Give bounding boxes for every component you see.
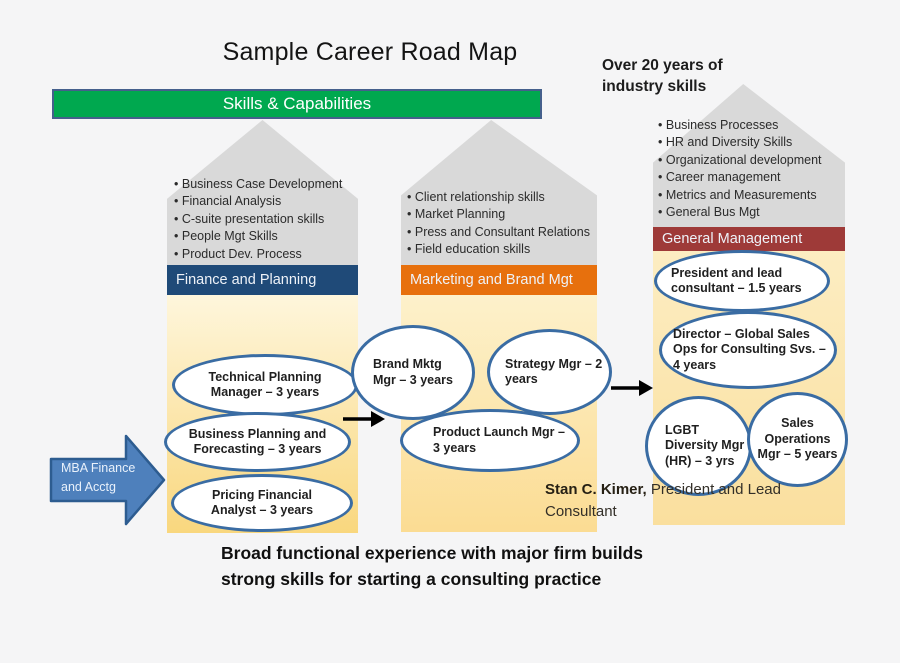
skill-item: Metrics and Measurements <box>658 187 844 204</box>
role-oval-business-planning: Business Planning and Forecasting – 3 ye… <box>164 412 351 472</box>
skill-item: Career management <box>658 169 844 186</box>
note-line2: industry skills <box>602 78 707 95</box>
skill-item: Business Case Development <box>174 176 356 193</box>
over-20-years-note: Over 20 years of industry skills <box>602 55 782 97</box>
marketing-brand-header: Marketing and Brand Mgt <box>401 265 597 295</box>
author-name: Stan C. Kimer, <box>545 481 647 498</box>
role-oval-strategy-mgr: Strategy Mgr – 2 years <box>487 329 612 415</box>
finance-planning-header: Finance and Planning <box>167 265 358 295</box>
general-skills-list: Business Processes HR and Diversity Skil… <box>658 117 844 221</box>
skill-item: Market Planning <box>407 206 607 223</box>
skill-item: Client relationship skills <box>407 189 607 206</box>
skill-item: General Bus Mgt <box>658 204 844 221</box>
skills-capabilities-banner: Skills & Capabilities <box>52 89 542 119</box>
skill-item: Organizational development <box>658 152 844 169</box>
skill-item: Product Dev. Process <box>174 246 356 263</box>
footer-takeaway: Broad functional experience with major f… <box>221 540 781 592</box>
finance-skills-list: Business Case Development Financial Anal… <box>174 176 356 263</box>
general-management-header: General Management <box>653 227 845 251</box>
role-oval-pricing-analyst: Pricing Financial Analyst – 3 years <box>171 474 353 532</box>
arrow-finance-to-marketing-icon <box>343 411 385 427</box>
role-oval-president-lead: President and lead consultant – 1.5 year… <box>654 250 830 312</box>
footer-line2: strong skills for starting a consulting … <box>221 569 602 589</box>
skill-item: Field education skills <box>407 241 607 258</box>
mba-entry-arrow-icon <box>49 434 166 526</box>
skill-item: C-suite presentation skills <box>174 211 356 228</box>
mba-arrow-label: MBA Finance and Acctg <box>61 459 161 496</box>
note-line1: Over 20 years of <box>602 57 723 74</box>
skill-item: Business Processes <box>658 117 844 134</box>
skill-item: Press and Consultant Relations <box>407 224 607 241</box>
footer-line1: Broad functional experience with major f… <box>221 543 644 563</box>
role-oval-director-global-sales: Director – Global Sales Ops for Consulti… <box>659 311 837 389</box>
skill-item: HR and Diversity Skills <box>658 134 844 151</box>
skill-item: Financial Analysis <box>174 193 356 210</box>
role-oval-technical-planning: Technical Planning Manager – 3 years <box>172 354 358 416</box>
author-role: President and Lead Consultant <box>545 481 781 520</box>
arrow-marketing-to-general-icon <box>611 380 653 396</box>
role-oval-product-launch: Product Launch Mgr – 3 years <box>400 409 580 472</box>
marketing-skills-list: Client relationship skills Market Planni… <box>407 189 607 259</box>
mba-label-line2: and Acctg <box>61 479 116 494</box>
skill-item: People Mgt Skills <box>174 228 356 245</box>
role-oval-brand-mktg: Brand Mktg Mgr – 3 years <box>351 325 475 420</box>
role-oval-sales-operations: Sales Operations Mgr – 5 years <box>747 392 848 487</box>
page-title: Sample Career Road Map <box>222 38 518 66</box>
author-credit: Stan C. Kimer, President and Lead Consul… <box>545 479 830 523</box>
mba-label-line1: MBA Finance <box>61 461 136 475</box>
